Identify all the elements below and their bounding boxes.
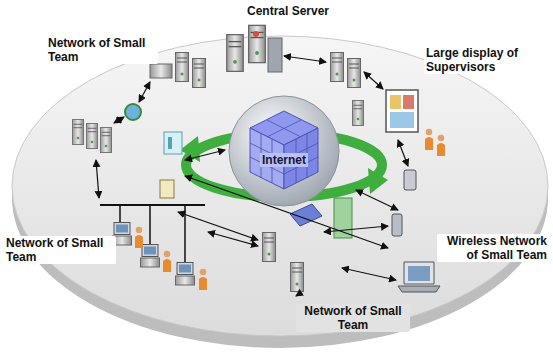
central-server-icons (227, 25, 282, 72)
team-label: Large display of Supervisors (424, 46, 546, 74)
platform-disc (12, 36, 548, 348)
top-left-team-icons-part (72, 120, 83, 145)
bus-network-icons-part (163, 251, 171, 272)
connection-arrows-part (296, 294, 299, 296)
bus-network-icons-part (199, 269, 207, 290)
globe-part (229, 96, 339, 206)
team-label: Network of Small Team (296, 304, 410, 332)
top-left-team-icons (72, 53, 205, 155)
top-left-team-icons-part (193, 59, 206, 88)
connection-arrows (96, 56, 408, 296)
connection-arrows-part (356, 190, 398, 210)
supervisor-display-icons-part (403, 95, 414, 109)
bus-network-icons-part (100, 204, 205, 206)
connection-arrows-part (324, 226, 388, 232)
connection-arrows-part (114, 117, 124, 123)
wireless-team-icons (392, 170, 440, 292)
globe-shape (228, 95, 340, 207)
connection-arrows-part (342, 268, 396, 280)
globe-part (250, 120, 318, 183)
wireless-team-icons-part (408, 266, 430, 281)
supervisor-display-icons-part (437, 135, 445, 156)
bus-network-icons-part (184, 205, 186, 262)
team-label: Central Server (236, 4, 340, 18)
supervisor-display-icons-part (386, 90, 418, 132)
connection-arrows-part (364, 72, 383, 89)
connection-arrows-part (139, 82, 150, 102)
bus-network-icons-part (141, 245, 160, 268)
green-cycle-arrow-part (368, 168, 388, 194)
connection-arrows-part (398, 140, 408, 166)
connection-arrows-part (96, 160, 99, 198)
team-label: Network of Small Team (4, 236, 116, 264)
top-left-team-icons-part (86, 124, 97, 149)
bus-network-icons-part (135, 227, 143, 248)
internet-globe: Internet (228, 95, 340, 207)
bottom-team-icons-part (263, 233, 276, 262)
connection-arrows-part (185, 150, 225, 160)
top-left-team-icons-part (168, 137, 172, 149)
bus-network-icons (100, 180, 207, 290)
supervisor-display-icons-part (425, 129, 433, 150)
connection-arrows-part (284, 56, 326, 62)
team-label: Wireless Network of Small Team (437, 234, 549, 262)
bottom-team-icons-part (291, 263, 304, 292)
central-server-icons-part (227, 35, 243, 72)
central-server-icons-part (249, 25, 266, 62)
top-left-team-icons-part (164, 132, 182, 154)
top-left-team-icons-part (100, 128, 111, 153)
green-cycle-arrow-part (180, 136, 200, 162)
supervisor-display-icons-part (390, 95, 401, 109)
wireless-team-icons-part (398, 286, 440, 292)
wireless-team-icons-part (404, 262, 434, 284)
top-left-team-icons-part (150, 64, 172, 78)
supervisor-display-icons-part (348, 59, 361, 88)
bus-network-icons-part (119, 205, 121, 222)
bus-network-icons-part (176, 263, 195, 286)
bottom-team-icons (263, 198, 353, 292)
connection-arrows-part (178, 212, 258, 240)
top-left-team-icons-part (125, 104, 141, 120)
central-server-icons-part (253, 31, 259, 37)
top-left-team-icons-part (176, 53, 189, 82)
connection-arrows-part (208, 232, 258, 246)
supervisor-display-icons-part (352, 101, 363, 126)
bus-network-icons-part (149, 205, 151, 244)
team-label: Network of Small Team (46, 36, 158, 64)
supervisor-display-icons-part (390, 112, 414, 128)
wireless-team-icons-part (404, 170, 416, 190)
supervisor-display-icons-part (331, 53, 344, 82)
bus-network-icons-part (160, 180, 174, 198)
wireless-team-icons-part (392, 214, 402, 236)
platform-disc-part (12, 36, 548, 336)
central-server-icons-part (268, 38, 282, 72)
node-label: Internet (260, 153, 308, 167)
